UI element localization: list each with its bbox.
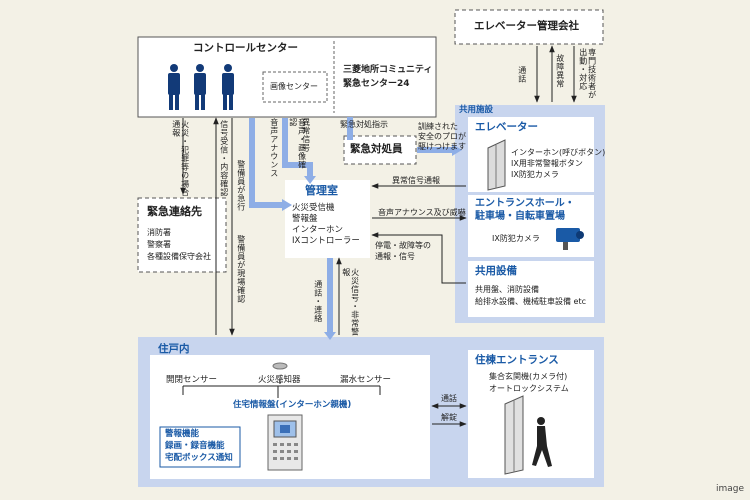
image-center-box (262, 71, 328, 103)
entrance-door-icon (504, 395, 524, 475)
link-elevator-fault: 故障異常 (555, 54, 565, 88)
entrance-camera-label: IX防犯カメラ (492, 234, 540, 243)
trained-note-line2: 安全のプロが (418, 132, 466, 141)
building-entrance-line1: 集合玄関機(カメラ付) (489, 372, 568, 381)
management-item-1: 警報盤 (292, 214, 318, 224)
link-voice-image-confirm: 音声・画像確認 (288, 118, 307, 169)
emergency-staff-title: 緊急対処員 (350, 143, 403, 155)
link-abnormal-report: 異常信号通報 (392, 176, 440, 185)
control-center-box (137, 36, 437, 118)
link-guard-rush: 警備員が急行 (236, 160, 246, 211)
dwelling-label: 住戸内 (158, 343, 190, 355)
walking-person-icon (532, 417, 552, 467)
emergency-contacts-box (137, 197, 227, 273)
link-technician-dispatch: 専門技術者が出動・対応 (578, 48, 597, 99)
link-voice-announce: 音声アナウンス (269, 118, 279, 178)
sensor-water-leak: 漏水センサー (340, 375, 392, 385)
sensor-fire: 火災感知器 (258, 375, 301, 385)
contact-item-2: 各種設備保守会社 (147, 252, 211, 261)
equipment-line2: 給排水設備、機械駐車設備 etc (475, 297, 586, 306)
link-entrance-call: 通話 (441, 394, 457, 403)
link-call-contact: 通話・連絡 (313, 280, 323, 323)
contact-item-0: 消防署 (147, 228, 171, 237)
elevator-item-1: IX用非常警報ボタン (511, 159, 583, 168)
management-room-title: 管理室 (305, 184, 338, 197)
entrance-title-line2: 駐車場・自転車置場 (475, 211, 565, 222)
shared-facilities-label: 共用施設 (459, 105, 494, 115)
link-voice-threat: 音声アナウンス及び威嚇 (378, 208, 466, 217)
elevator-company-title: エレベーター管理会社 (474, 20, 579, 32)
building-entrance-line2: オートロックシステム (489, 384, 569, 393)
panel-features-callout (159, 426, 241, 468)
management-item-2: インターホン (292, 225, 344, 235)
entrance-title-line1: エントランスホール・ (475, 198, 575, 209)
link-elevator-call: 通話 (517, 66, 527, 83)
emergency-center-line2: 緊急センター24 (343, 79, 410, 89)
entrance-hall-box (468, 195, 594, 257)
sensor-open-close: 開閉センサー (166, 375, 218, 385)
intercom-panel-icon (267, 414, 303, 471)
link-fire-signal: 火災信号・非常警報 (341, 268, 360, 336)
dispatch-order-label: 緊急対処指示 (340, 120, 388, 129)
link-guard-confirm: 警備員が現場確認 (236, 235, 246, 303)
management-item-0: 火災受信機 (292, 203, 335, 213)
fire-detector-icon (272, 362, 288, 370)
thin-arrows (180, 45, 577, 427)
feature-recording: 録画・録音機能 (165, 441, 225, 451)
feature-alarm: 警報機能 (165, 429, 200, 439)
equipment-line1: 共用盤、消防設備 (475, 285, 539, 294)
link-outage-report-line1: 停電・故障等の (375, 241, 431, 250)
building-entrance-title: 住棟エントランス (475, 354, 559, 366)
link-abnormal-signal: 異常信号 (301, 118, 311, 152)
blue-connectors (249, 117, 452, 334)
link-outage-report-line2: 通報・信号 (375, 252, 415, 261)
elevator-title: エレベーター (475, 121, 538, 133)
feature-delivery-box: 宅配ボックス通知 (165, 453, 233, 463)
contact-item-1: 警察署 (147, 240, 171, 249)
emergency-staff-box (343, 135, 417, 165)
emergency-contacts-title: 緊急連絡先 (147, 205, 202, 218)
control-center-title: コントロールセンター (193, 42, 298, 54)
image-center-label: 画像センター (270, 82, 318, 91)
trained-note-line3: 駆けつけます (418, 142, 466, 151)
link-signal-confirm: 信号受信・内容確認 (219, 120, 229, 197)
operator-icons (168, 64, 234, 110)
link-fire-crime-report: 火災・犯罪等の場合通報 (171, 120, 190, 197)
elevator-item-0: インターホン(呼びボタン) (511, 148, 606, 157)
image-watermark: image (716, 484, 745, 494)
elevator-company-box (454, 9, 604, 45)
building-entrance-box (468, 350, 594, 478)
link-entrance-unlock: 解錠 (441, 413, 457, 422)
equipment-box (468, 261, 594, 317)
trained-note-line1: 訓練された (418, 122, 458, 131)
equipment-title: 共用設備 (475, 265, 517, 277)
elevator-door-icon (487, 139, 506, 191)
security-camera-icon (556, 228, 584, 250)
management-room-box (285, 180, 370, 258)
elevator-item-2: IX防犯カメラ (511, 170, 559, 179)
housing-panel-title: 住宅情報盤(インターホン親機) (233, 400, 352, 410)
management-item-3: IXコントローラー (292, 236, 360, 246)
emergency-center-line1: 三菱地所コミュニティ (343, 65, 433, 75)
